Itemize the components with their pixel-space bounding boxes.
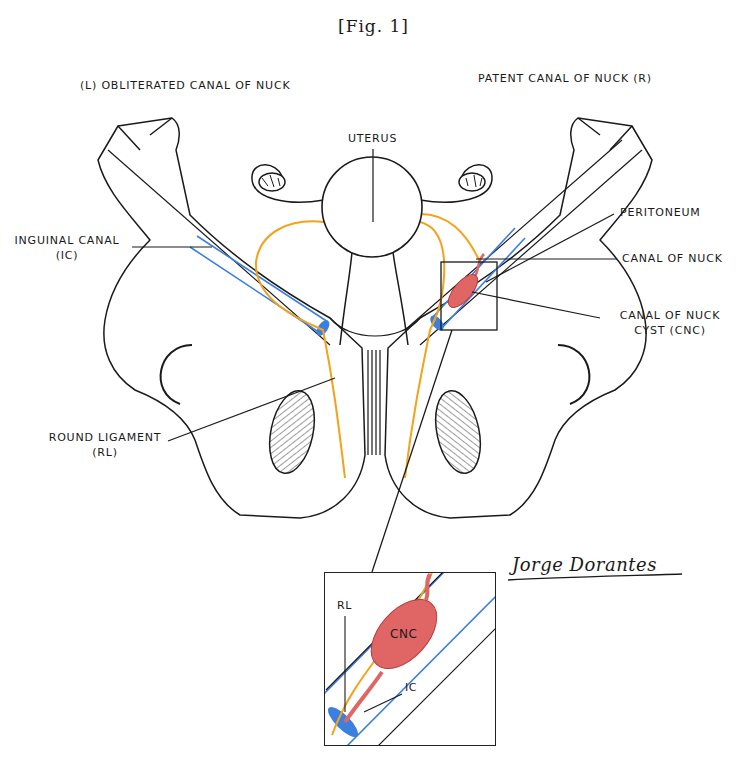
cyst-neck	[345, 672, 382, 722]
abbrev-label: CNC	[390, 627, 418, 641]
canal-wall	[432, 228, 525, 328]
iliac-crest-line	[578, 118, 632, 150]
uterus	[322, 157, 422, 257]
canal-of-nuck-cyst	[443, 270, 483, 312]
round-ligament-branch	[420, 214, 480, 262]
part-label: UTERUS	[348, 131, 397, 146]
acetabulum	[161, 345, 192, 404]
acetabulum	[558, 345, 589, 404]
leader-line	[344, 616, 345, 712]
leader-line	[486, 214, 614, 282]
hip-bone	[98, 118, 365, 518]
part-label: INGUINAL CANAL (IC)	[2, 233, 132, 263]
leader-line	[472, 292, 600, 318]
signature: Jorge Dorantes	[512, 554, 657, 575]
leader-lines	[132, 149, 617, 441]
part-label: ROUND LIGAMENT (RL)	[34, 430, 176, 460]
zoom-line	[372, 330, 452, 572]
part-label: CANAL OF NUCK	[622, 251, 723, 266]
abbrev-label: RL	[337, 599, 352, 613]
figure-title: [Fig. 1]	[338, 16, 409, 36]
fallopian-tube	[252, 165, 324, 202]
side-heading: (L) OBLITERATED CANAL OF NUCK	[80, 78, 290, 93]
hip-bone-outline	[385, 118, 652, 518]
leader-line	[132, 246, 212, 247]
part-label: CANAL OF NUCK CYST (CNC)	[604, 308, 736, 338]
canal-wall	[325, 573, 495, 745]
side-heading: PATENT CANAL OF NUCK (R)	[478, 71, 652, 86]
leader-line	[364, 694, 402, 712]
round-ligament-right	[405, 222, 444, 478]
abbrev-label: IC	[405, 681, 417, 695]
peritoneum	[474, 254, 484, 278]
hip-bone	[385, 118, 652, 518]
ilium-edge	[326, 573, 495, 745]
ilium-edge	[108, 150, 330, 345]
cyst-shape: CNC	[371, 606, 437, 662]
inset-illustration	[325, 573, 495, 745]
hip-bone-outline	[98, 118, 365, 518]
iliac-crest-line	[118, 118, 172, 150]
leader-line	[476, 258, 617, 259]
leader-line	[372, 149, 373, 222]
obturator-foramen	[263, 387, 322, 478]
vagina-walls	[340, 252, 408, 345]
round-ligament-left	[256, 221, 345, 478]
cyst-body	[359, 587, 450, 680]
obturator-foramen	[429, 387, 488, 478]
zoom-box	[441, 262, 497, 330]
cyst-tail	[426, 574, 430, 600]
symphysis-lines	[368, 350, 380, 455]
leader-line	[168, 378, 335, 441]
inset-frame: RL IC CNC	[324, 572, 496, 746]
fallopian-tube	[420, 165, 492, 202]
part-label: PERITONEUM	[620, 205, 701, 220]
